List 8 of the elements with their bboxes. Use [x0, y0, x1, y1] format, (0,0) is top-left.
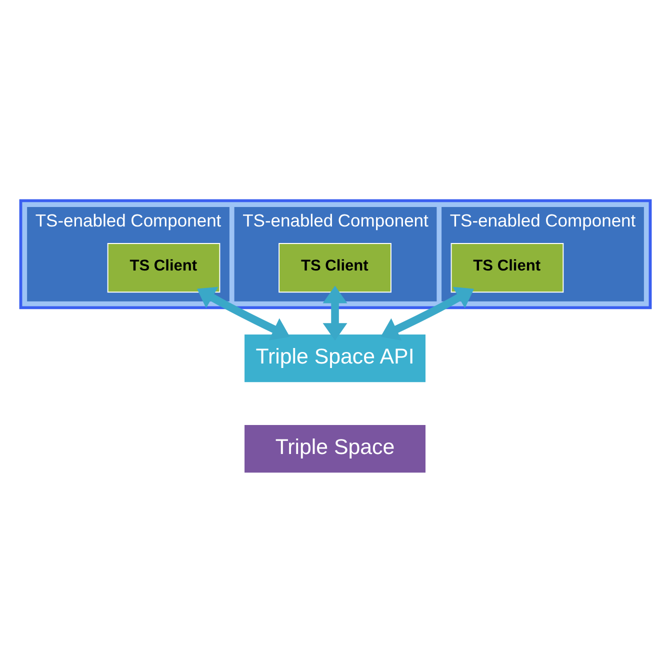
arrow: [196, 286, 290, 340]
node-box: TS Client: [278, 242, 392, 292]
node-box: TS Client: [107, 242, 220, 292]
node-box: Triple Space API: [244, 332, 426, 383]
arrow: [380, 286, 474, 340]
node-box: TS Client: [450, 242, 564, 292]
arrow: [322, 285, 348, 340]
node-box: Triple Space: [244, 423, 426, 474]
